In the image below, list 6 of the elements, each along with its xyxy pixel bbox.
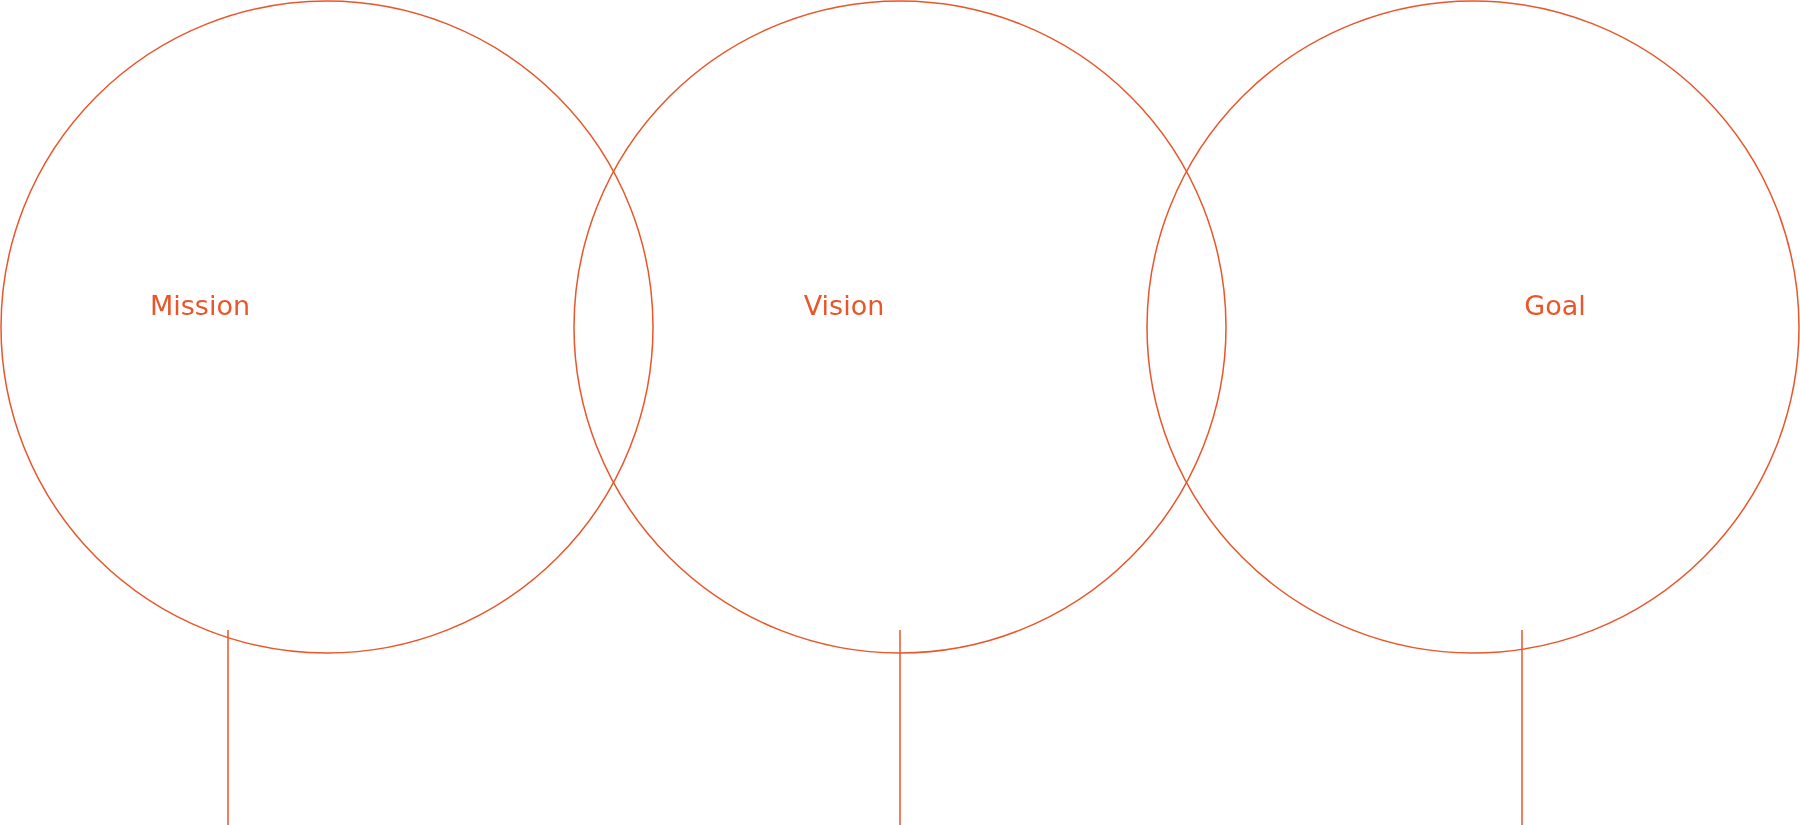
- circle-label: Vision: [803, 289, 885, 321]
- line: [899, 629, 901, 825]
- circle-label: Goal: [1524, 289, 1586, 321]
- line: [227, 629, 229, 825]
- line: [1521, 629, 1523, 825]
- circle-label: Mission: [149, 289, 251, 321]
